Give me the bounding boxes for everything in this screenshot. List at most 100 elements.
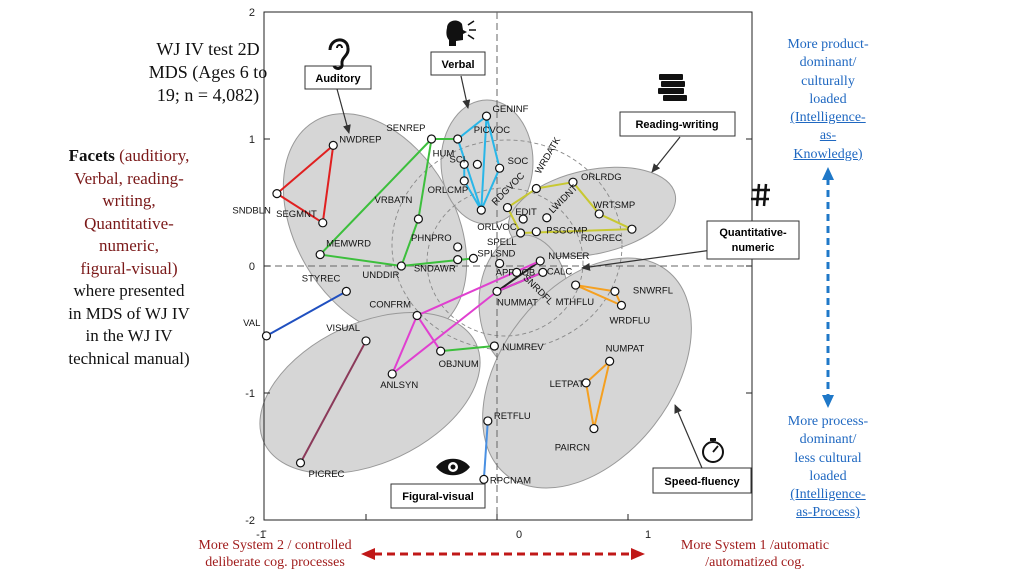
point-wrdflu [616,300,627,310]
title-line: WJ IV test 2D [156,39,260,59]
note-line: More System 2 / controlled [198,538,352,553]
system1-note: More System 1 /automatic /automatized co… [660,537,850,571]
note-link-line[interactable]: (Intelligence- [790,487,866,503]
x-tick-label: 0 [516,529,522,541]
point-label-styrec: STYREC [302,273,341,284]
green-line [320,138,433,267]
point-picrec [295,458,306,468]
y-tick-label: 1 [249,134,255,146]
point-label-wrdatk: WRDATK [533,135,563,176]
point-rpcnam [479,474,489,484]
point-sndbln [272,189,282,199]
facets-line: numeric, [99,236,159,255]
point-label-orlrdg: ORLRDG [581,172,622,183]
point-numrev [489,341,499,351]
point-senrep [426,134,437,144]
title-line: 19; n = 4,082) [156,85,260,105]
auditory-label-box: Auditory [304,65,372,90]
speaking-head-icon [446,20,476,46]
point-label-rpcnam: RPCNAM [490,475,531,486]
point-sci [472,159,482,169]
note-line: dominant/ [799,55,857,71]
point-label-sndawr: SNDAWR [414,264,456,275]
note-link-line[interactable]: Knowledge) [793,146,863,162]
hash-icon [751,183,770,207]
point-phnpro [453,242,463,252]
point-psgcmp [531,227,541,237]
point-label-val: VAL [243,318,260,329]
point-geninf [481,111,492,121]
x-tick-label: -1 [256,529,266,541]
retflu-rpcnam-line [482,420,489,480]
note-line: less cultural [794,450,862,466]
point-label-edit: EDIT [515,207,537,218]
eye-icon [436,458,470,476]
facets-line: where presented [73,281,185,300]
facets-line: in MDS of WJ IV [68,303,190,323]
y-tick-label: -2 [245,515,255,527]
point-label-geninf: GENINF [493,104,529,115]
point-rdgvoc [502,202,513,213]
ear-icon [328,38,350,70]
point-label-nwdrep: NWDREP [339,134,381,145]
y-tick-label: -1 [245,388,255,400]
note-link-line[interactable]: (Intelligence- [790,110,866,126]
point-numser [535,256,545,266]
point-label-numpat: NUMPAT [606,343,645,354]
point-label-orlvoc: ORLVOC [477,222,517,233]
point-label-paircn: PAIRCN [555,443,590,454]
center-dashed-circle-inner [426,187,584,337]
point-hum [459,159,469,169]
point-vrbatn [413,214,423,224]
point-label-sndbln: SNDBLN [232,206,271,217]
visual-picrec-line [299,340,367,464]
point-snwrfl [610,286,620,296]
point-label-picrec: PICREC [309,469,345,480]
speed-fluency-label: Speed-fluency [664,476,740,488]
quantitative-label-2: numeric [732,242,775,254]
facets-line: writing, [102,191,156,210]
facet-callouts: Auditory Verbal Reading-writing Quantita… [304,51,800,509]
facets-line: technical manual) [68,348,190,368]
title-line: MDS (Ages 6 to [148,62,268,82]
point-label-numrev: NUMREV [502,342,544,353]
point-wrdatk [531,183,541,194]
point-edit [518,214,528,224]
process-dominant-note: More process- dominant/ less cultural lo… [766,413,890,523]
point-label-phnpro: PHNPRO [411,233,452,244]
system2-note: More System 2 / controlled deliberate co… [180,537,370,571]
chart-title: WJ IV test 2D MDS (Ages 6 to 19; n = 4,0… [128,38,288,107]
note-link-line[interactable]: as-Process) [796,505,860,521]
point-label-sci: SCI [450,154,466,165]
point-orlrdg [568,177,578,187]
stopwatch-icon [702,438,724,463]
point-letpat [581,378,591,388]
note-link-line[interactable]: as- [819,128,837,144]
facets-note: Facets (auditiory, Verbal, reading- writ… [40,145,218,370]
x-tick-label: 1 [645,529,651,541]
point-label-letpat: LETPAT [550,379,585,390]
point-label-wrdflu: WRDFLU [609,315,650,326]
quantitative-label-box: Quantitative- numeric [706,220,800,260]
y-tick-label: 2 [249,7,255,19]
note-line: More System 1 /automatic [680,538,830,553]
note-line: culturally [801,73,855,89]
point-label-senrep: SENREP [386,123,425,134]
facets-line: (auditiory, [114,146,190,165]
point-numpat [605,356,615,366]
styrec-val-line [265,290,347,337]
point-snrdfl [512,267,522,277]
point-calc [538,267,548,277]
point-label-spell: SPELL [487,237,517,248]
point-paircn [589,423,599,434]
point-label-vrbatn: VRBATN [375,195,413,206]
point-approb [495,258,505,269]
books-icon [658,74,687,101]
point-mthflu [570,280,581,290]
point-label-objnum: OBJNUM [439,359,479,370]
point-label-mthflu: MTHFLU [556,297,595,308]
vertical-double-arrow [822,167,834,408]
point-label-calc: CALC [547,266,572,277]
point-label-splsnd: SPLSND [477,248,515,259]
